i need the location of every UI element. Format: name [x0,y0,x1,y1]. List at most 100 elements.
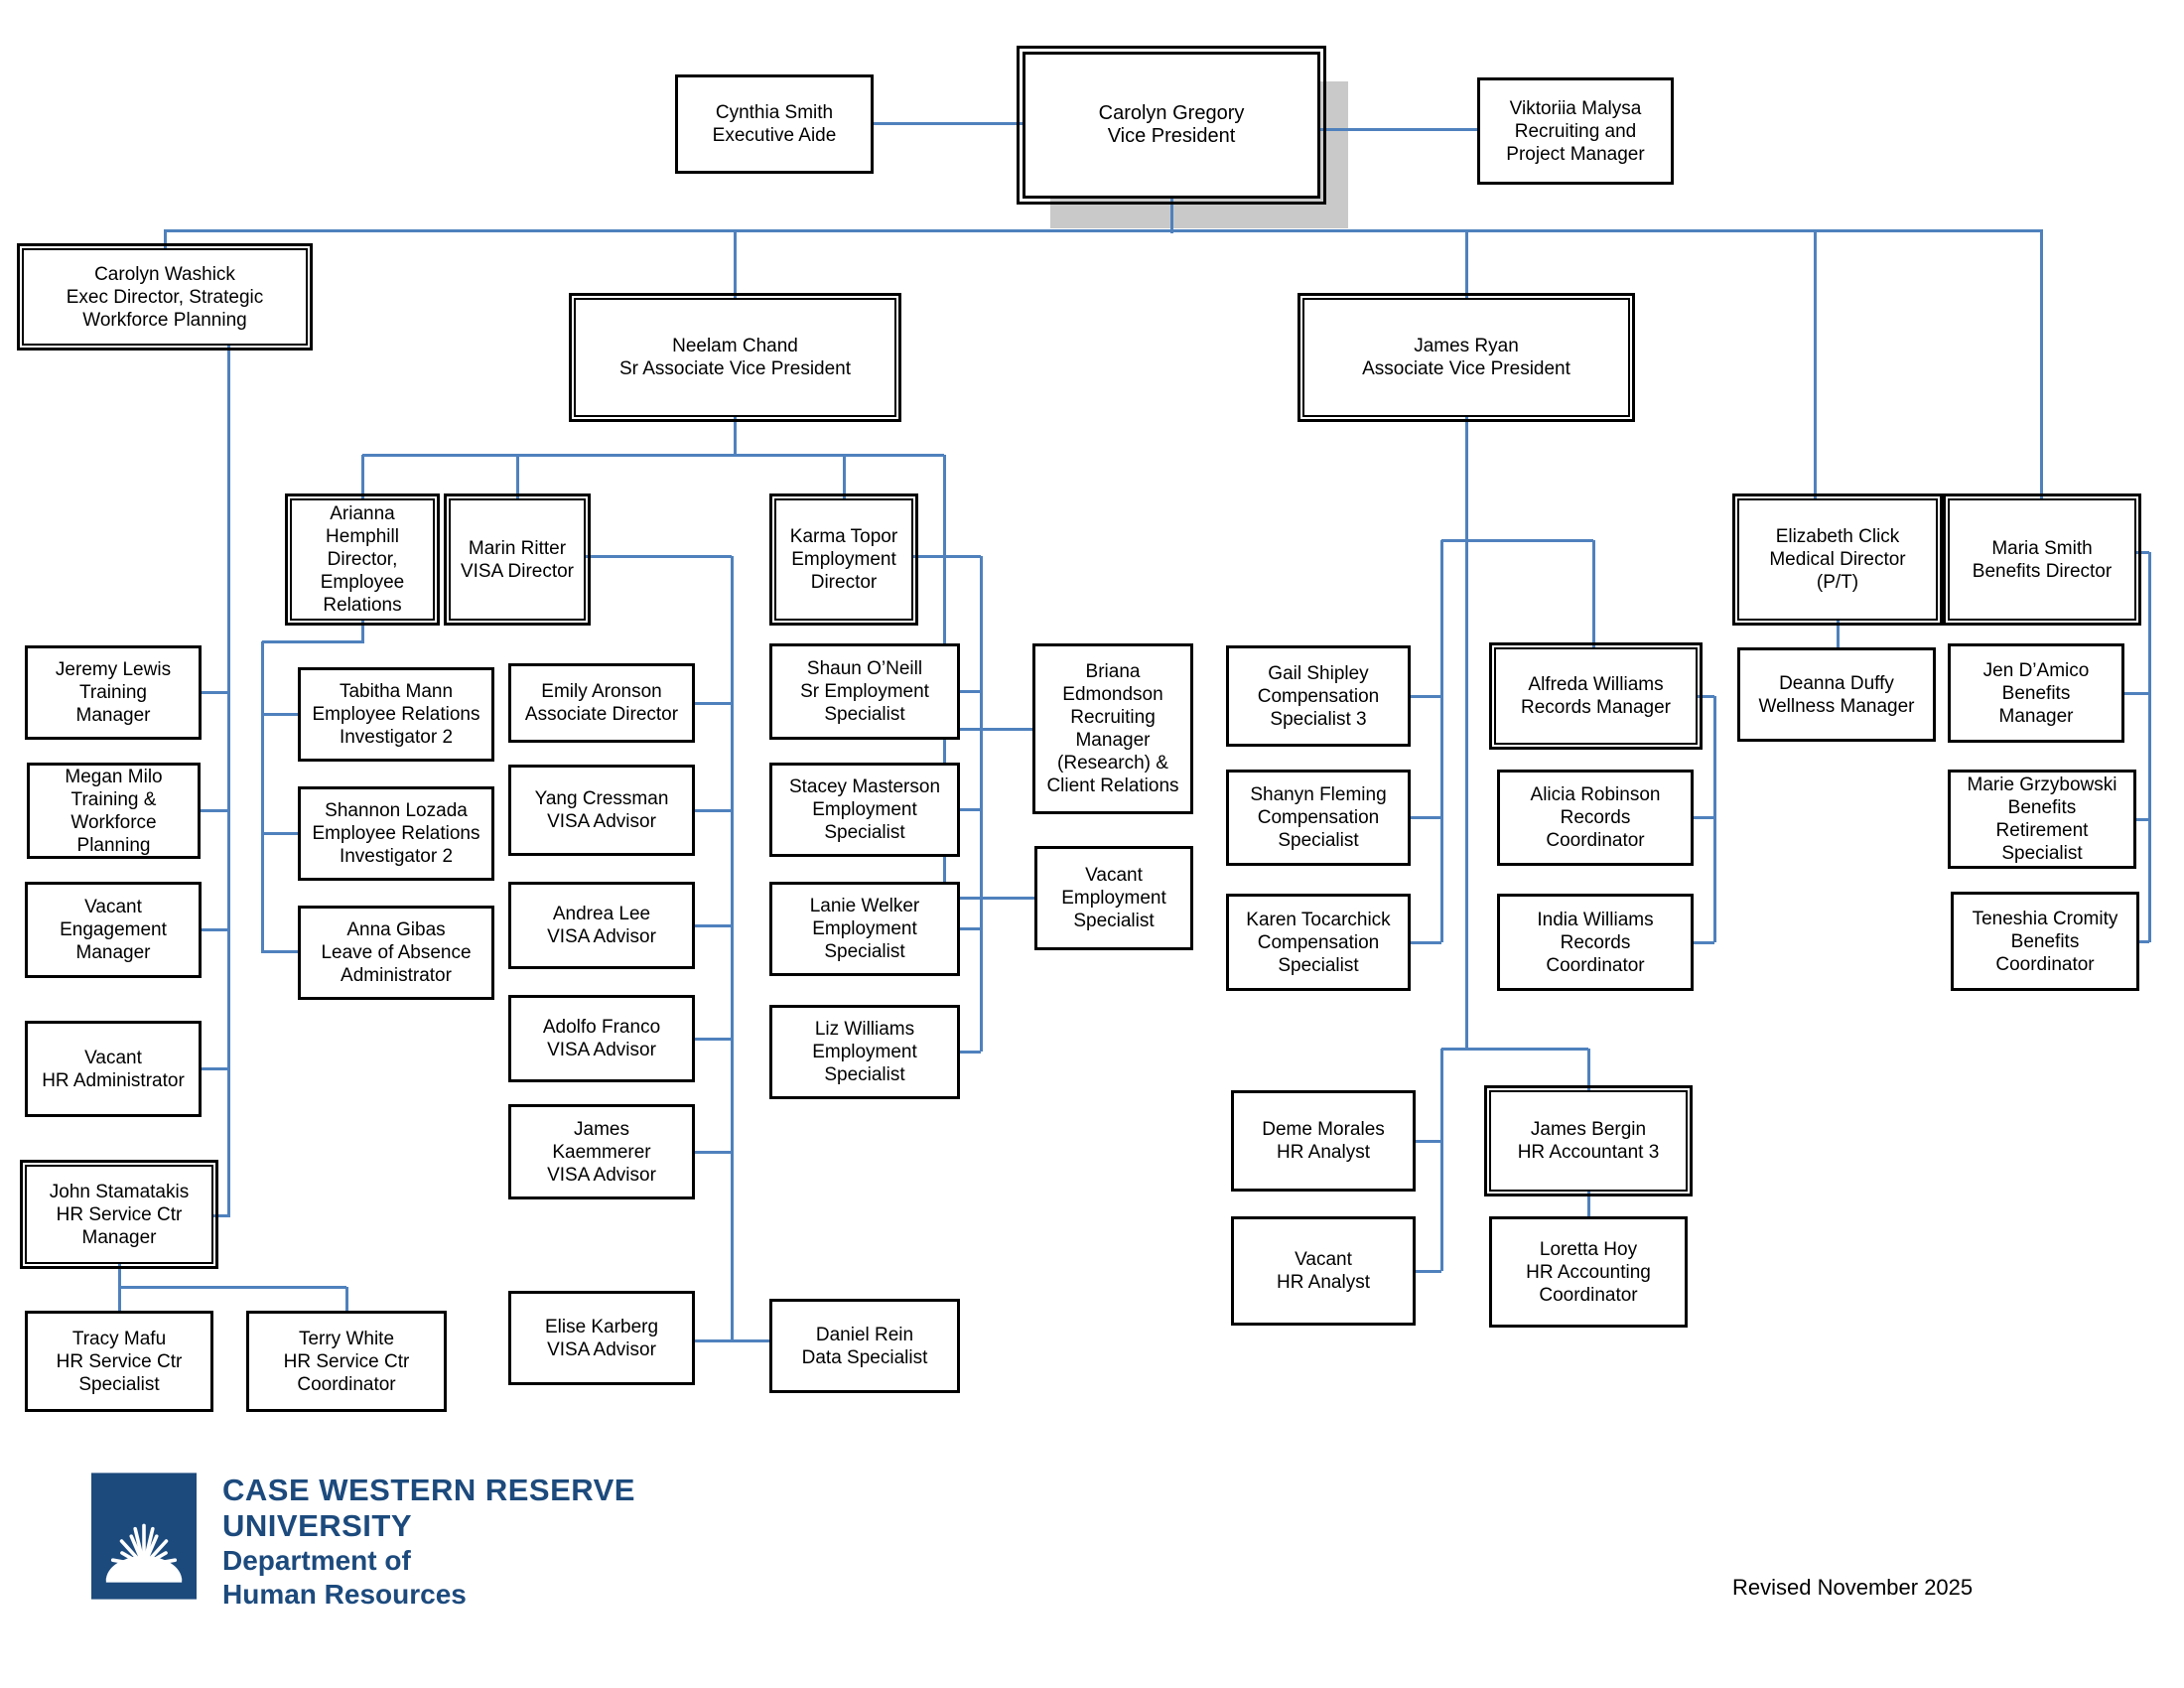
org-node-alicia-robinson: Alicia Robinson Records Coordinator [1497,770,1694,866]
connector-line [260,641,264,953]
connector-line [1586,1049,1590,1090]
org-node-andrea-lee: Andrea Lee VISA Advisor [508,882,695,969]
connector-line [262,949,298,953]
connector-line [1441,1047,1588,1051]
connector-line [262,831,298,835]
org-node-deanna-duffy: Deanna Duffy Wellness Manager [1737,647,1936,742]
logo-line2: UNIVERSITY [222,1508,413,1543]
connector-line [586,554,732,558]
logo-line1: CASE WESTERN RESERVE [222,1473,635,1507]
org-node-vacant-hr-analyst: Vacant HR Analyst [1231,1216,1416,1326]
org-node-stacey-masterson: Stacey Masterson Employment Specialist [769,763,960,857]
connector-line [733,417,737,455]
connector-line [1712,696,1716,942]
org-node-carolyn-gregory: Carolyn Gregory Vice President [1017,46,1326,205]
connector-line [2136,550,2149,554]
org-node-james-ryan: James Ryan Associate Vice President [1297,293,1635,422]
org-node-shannon-lozada: Shannon Lozada Employee Relations Invest… [298,786,494,881]
connector-line [201,808,228,812]
connector-line [1694,940,1714,944]
connector-line [695,1037,732,1041]
connector-line [960,807,981,811]
connector-line [360,621,364,643]
connector-line [1416,1139,1441,1143]
connector-line [842,455,846,498]
connector-line [119,1285,346,1289]
connector-line [1441,538,1593,542]
org-node-carolyn-washick: Carolyn Washick Exec Director, Strategic… [17,243,313,351]
connector-line [2139,939,2149,943]
connector-line [163,230,167,248]
org-node-india-williams: India Williams Records Coordinator [1497,894,1694,991]
connector-line [1813,230,1817,498]
connector-line [1698,694,1714,698]
connector-line [1411,940,1441,944]
connector-line [1411,815,1441,819]
connector-line [730,556,734,1340]
connector-line [226,346,230,1217]
connector-line [213,1213,228,1217]
org-node-karma-topor: Karma Topor Employment Director [769,493,918,626]
org-node-neelam-chand: Neelam Chand Sr Associate Vice President [569,293,901,422]
connector-line [362,453,944,457]
connector-line [2147,552,2151,942]
connector-line [695,1150,732,1154]
org-node-john-stamatakis: John Stamatakis HR Service Ctr Manager [20,1160,218,1269]
org-node-elizabeth-click: Elizabeth Click Medical Director (P/T) [1732,493,1943,626]
org-node-jen-damico: Jen D’Amico Benefits Manager [1948,643,2124,743]
connector-line [1836,621,1840,647]
connector-line [960,926,981,930]
connector-line [695,701,732,705]
org-node-alfreda-williams: Alfreda Williams Records Manager [1489,642,1703,750]
connector-line [1694,815,1714,819]
connector-line [2136,817,2149,821]
org-node-cynthia-smith: Cynthia Smith Executive Aide [675,74,874,174]
connector-line [2039,230,2043,498]
connector-line [1320,127,1477,131]
org-node-liz-williams: Liz Williams Employment Specialist [769,1005,960,1099]
org-node-teneshia-cromity: Teneshia Cromity Benefits Coordinator [1951,892,2139,991]
org-node-megan-milo: Megan Milo Training & Workforce Planning [27,763,201,859]
logo-line4: Human Resources [222,1579,467,1610]
connector-line [913,554,981,558]
connector-line [1591,540,1595,647]
org-node-deme-morales: Deme Morales HR Analyst [1231,1090,1416,1192]
org-node-marie-grzybowski: Marie Grzybowski Benefits Retirement Spe… [1948,770,2136,869]
connector-line [2124,691,2149,695]
connector-line [1411,694,1441,698]
org-node-arianna-hemphill: Arianna Hemphill Director, Employee Rela… [285,493,440,626]
org-node-maria-smith: Maria Smith Benefits Director [1943,493,2141,626]
org-node-vacant-hr-admin: Vacant HR Administrator [25,1021,202,1117]
org-node-elise-karberg: Elise Karberg VISA Advisor [508,1291,695,1385]
cwru-logo-icon [91,1473,197,1600]
org-node-karen-tocarchick: Karen Tocarchick Compensation Specialist [1226,894,1411,991]
connector-line [202,927,228,931]
connector-line [1464,230,1468,298]
org-node-lanie-welker: Lanie Welker Employment Specialist [769,882,960,976]
connector-line [944,727,1032,731]
cwru-logo: CASE WESTERN RESERVE UNIVERSITY Departme… [91,1473,635,1612]
connector-line [960,689,981,693]
connector-line [202,690,228,694]
connector-line [979,556,983,1052]
org-node-gail-shipley: Gail Shipley Compensation Specialist 3 [1226,645,1411,747]
connector-line [344,1287,348,1311]
org-node-shaun-oneill: Shaun O’Neill Sr Employment Specialist [769,643,960,740]
connector-line [1416,1269,1441,1273]
org-node-terry-white: Terry White HR Service Ctr Coordinator [246,1311,447,1412]
org-node-viktoriia-malysa: Viktoriia Malysa Recruiting and Project … [1477,77,1674,185]
org-node-vacant-employment: Vacant Employment Specialist [1034,846,1193,950]
connector-line [262,712,298,716]
org-node-marin-ritter: Marin Ritter VISA Director [444,493,591,626]
connector-line [733,230,737,298]
connector-line [1169,199,1173,233]
org-node-briana-edmondson: Briana Edmondson Recruiting Manager (Res… [1032,643,1193,814]
org-node-tabitha-mann: Tabitha Mann Employee Relations Investig… [298,667,494,762]
org-node-loretta-hoy: Loretta Hoy HR Accounting Coordinator [1489,1216,1688,1328]
org-node-tracy-mafu: Tracy Mafu HR Service Ctr Specialist [25,1311,213,1412]
connector-line [164,228,2043,232]
org-node-vacant-engagement: Vacant Engagement Manager [25,882,202,978]
connector-line [960,1050,981,1054]
org-node-shanyn-fleming: Shanyn Fleming Compensation Specialist [1226,770,1411,866]
